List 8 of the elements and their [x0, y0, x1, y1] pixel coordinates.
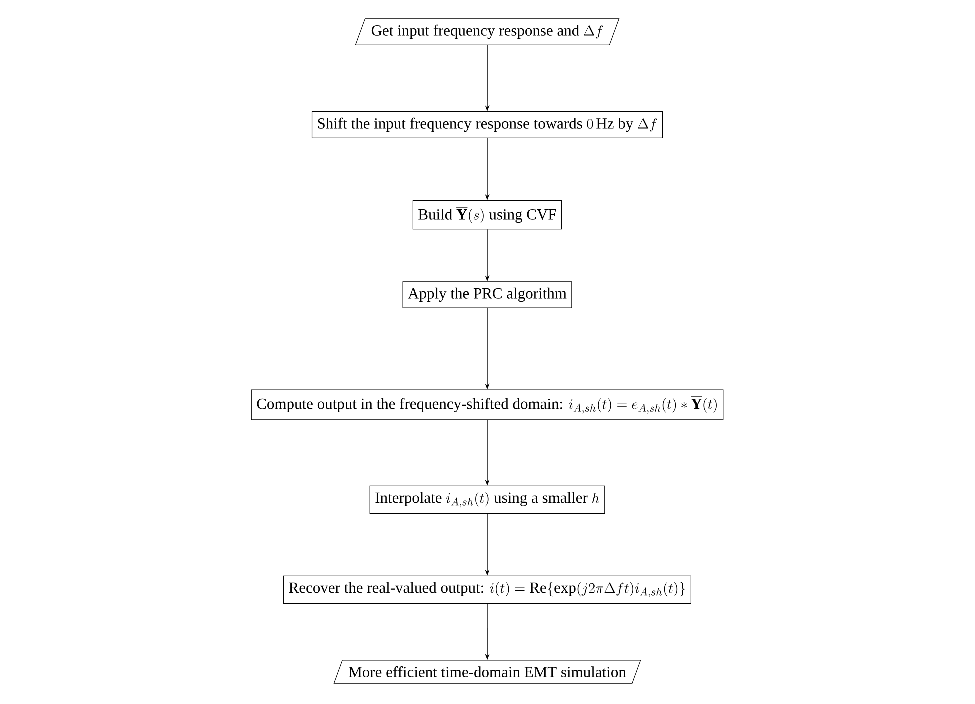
process-box: $\text{Compute output in the frequency-shifted domain: } i_{A,sh}(t) = e_{A,sh}(t) * \overline{\mathbf{Y}}(t)$ [251, 390, 724, 420]
process-box: Apply the PRC algorithm [402, 282, 572, 308]
process-box: $\text{Interpolate } i_{A,sh}(t) \text{ using a smaller } h$ [370, 486, 606, 514]
process-box: $\text{Shift the input frequency response towards } 0\,\mathrm{Hz} \text{ by } \Delta f$ [312, 112, 664, 138]
input-output-parallelogram: $\text{Get input frequency response and } \Delta f$ [355, 18, 620, 46]
process-box: $\text{Build } \overline{\mathbf{Y}}(s) \text{ using CVF}$ [412, 200, 562, 230]
process-box: $\text{Recover the real-valued output: } i(t) = \mathrm{Re}\{\exp(j2\pi\Delta f t) i_{A,sh}(t)\}$ [284, 576, 692, 604]
input-output-parallelogram: More efficient time-domain EMT simulation [334, 660, 642, 684]
